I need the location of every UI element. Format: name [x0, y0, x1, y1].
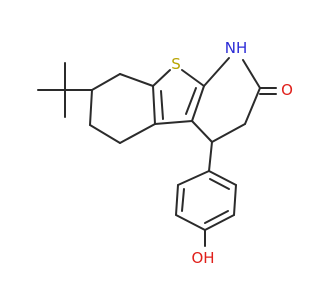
bond-ar2-ar3-double: [181, 188, 185, 212]
sulfur-atom-label: S: [171, 55, 181, 73]
bond-c8a-c4b: [152, 85, 156, 125]
bond-c3-c4: [211, 123, 246, 143]
bond-ar3-ar4: [175, 214, 206, 231]
molecule-structure: S NH O OH: [37, 39, 293, 267]
bond-c4-c4a: [191, 120, 213, 143]
bond-n-c2: [242, 59, 261, 89]
bond-ar1-ar2: [177, 170, 210, 186]
bonds: [37, 57, 277, 247]
bond-s-c9a: [181, 69, 205, 87]
carbonyl-oxygen-label: O: [281, 81, 293, 99]
atom-labels: S NH O OH: [171, 39, 293, 267]
bond-c7-c8: [91, 73, 121, 91]
bond-c5-c4b: [119, 123, 156, 144]
bond-ar4-ar5: [204, 214, 235, 231]
bond-c8a-c4b-double: [160, 90, 164, 120]
bond-ar2-ar3: [175, 184, 179, 216]
bond-c4a-c9a-double: [185, 87, 197, 115]
bond-ar5-ar6: [233, 184, 237, 216]
bond-c7-c6: [89, 89, 93, 126]
hydroxyl-label: OH: [191, 249, 214, 267]
bond-c8-c8a: [119, 73, 154, 87]
bond-c8a-s: [152, 69, 171, 87]
bond-c4-aryl: [208, 141, 213, 172]
bond-c6-c5: [89, 124, 121, 144]
bond-c2-c3: [244, 87, 261, 125]
bond-c9a-n: [203, 57, 230, 87]
bond-ar4-ar5-double: [204, 210, 229, 224]
nitrogen-atom-label: NH: [225, 39, 248, 57]
bond-ar6-ar1: [208, 170, 237, 186]
bond-c4b-c4a: [154, 120, 193, 125]
bond-c4a-c9a: [191, 85, 205, 122]
bond-ar6-ar1-double: [209, 178, 230, 190]
